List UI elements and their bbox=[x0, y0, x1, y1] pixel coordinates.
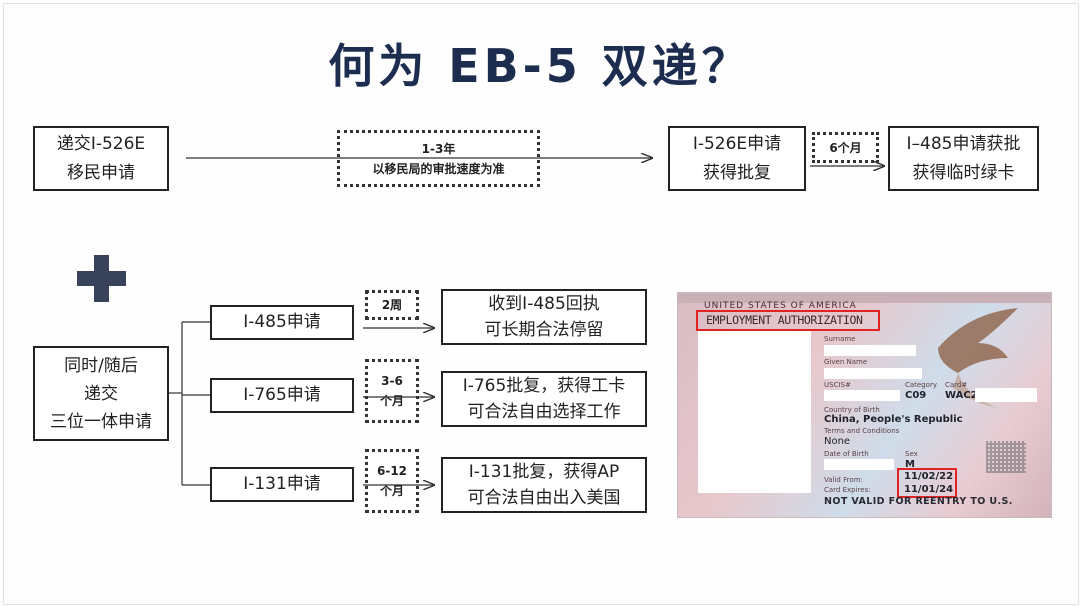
i485-duration-box: 2周 bbox=[365, 290, 419, 320]
i765-result-box: I-765批复，获得工卡 可合法自由选择工作 bbox=[441, 371, 647, 427]
category-value: C09 bbox=[905, 390, 927, 401]
i485-result-box: 收到I-485回执 可长期合法停留 bbox=[441, 289, 647, 345]
label-dob: Date of Birth bbox=[824, 450, 869, 458]
card-photo-redacted bbox=[698, 331, 811, 493]
given-name-redacted bbox=[824, 368, 922, 379]
label-terms: Terms and Conditions bbox=[824, 427, 900, 435]
wait-uscis-speed-text: 以移民局的审批速度为准 bbox=[372, 161, 505, 176]
card-issuer: UNITED STATES OF AMERICA bbox=[704, 301, 857, 311]
label-uscis: USCIS# bbox=[824, 381, 851, 389]
expires-value: 11/01/24 bbox=[904, 484, 954, 495]
concurrent-line1: 同时/随后 bbox=[64, 355, 138, 376]
i526e-approved-box: I-526E申请 获得批复 bbox=[668, 126, 806, 191]
terms-value: None bbox=[824, 436, 851, 447]
submit-i526e-box: 递交I-526E 移民申请 bbox=[33, 126, 169, 191]
i131-result-line1: I-131批复，获得AP bbox=[468, 462, 620, 482]
submit-i526e-line2: 移民申请 bbox=[67, 162, 135, 183]
i485-approved-box: I–485申请获批 获得临时绿卡 bbox=[888, 126, 1039, 191]
date-highlight-box bbox=[897, 468, 957, 498]
dob-redacted bbox=[824, 459, 894, 470]
i526e-approved-line2: 获得批复 bbox=[703, 162, 771, 183]
i131-duration-box: 6-12 个月 bbox=[365, 449, 419, 513]
i485-approved-line1: I–485申请获批 bbox=[906, 133, 1021, 154]
valid-from-value: 11/02/22 bbox=[904, 471, 954, 482]
sex-value: M bbox=[905, 459, 915, 470]
label-surname: Surname bbox=[824, 335, 856, 343]
i485-result-line1: 收到I-485回执 bbox=[488, 294, 600, 314]
uscis-redacted bbox=[824, 390, 900, 401]
i485-duration-text: 2周 bbox=[381, 298, 403, 312]
card-top-strip bbox=[678, 293, 1051, 303]
wait-1-3-years-text: 1-3年 bbox=[421, 141, 456, 156]
wait-6-months-text: 6个月 bbox=[829, 140, 862, 155]
card-title-highlight: EMPLOYMENT AUTHORIZATION bbox=[696, 310, 880, 331]
i485-approved-line2: 获得临时绿卡 bbox=[912, 162, 1015, 183]
i485-application-box: I-485申请 bbox=[210, 305, 354, 340]
label-sex: Sex bbox=[905, 450, 918, 458]
i765-application-box: I-765申请 bbox=[210, 378, 354, 413]
card-security-pattern bbox=[986, 441, 1026, 473]
card-prefix-value: WAC2 bbox=[945, 390, 978, 401]
i765-result-line1: I-765批复，获得工卡 bbox=[462, 376, 626, 396]
label-given-name: Given Name bbox=[824, 358, 868, 366]
plus-icon-vertical bbox=[94, 255, 109, 302]
i765-application-label: I-765申请 bbox=[243, 385, 321, 405]
label-category: Category bbox=[905, 381, 937, 389]
card-number-redacted bbox=[975, 388, 1037, 402]
i131-result-box: I-131批复，获得AP 可合法自由出入美国 bbox=[441, 457, 647, 513]
concurrent-line2: 递交 bbox=[84, 383, 118, 404]
i131-duration-line2: 个月 bbox=[379, 484, 404, 498]
ead-card-image: UNITED STATES OF AMERICA EMPLOYMENT AUTH… bbox=[677, 292, 1052, 518]
wait-6-months-box: 6个月 bbox=[812, 132, 879, 163]
i765-result-line2: 可合法自由选择工作 bbox=[467, 402, 621, 422]
i485-result-line2: 可长期合法停留 bbox=[484, 320, 604, 340]
concurrent-line3: 三位一体申请 bbox=[50, 411, 152, 432]
card-footer-text: NOT VALID FOR REENTRY TO U.S. bbox=[824, 496, 1013, 507]
i485-application-label: I-485申请 bbox=[243, 312, 321, 332]
concurrent-filing-box: 同时/随后 递交 三位一体申请 bbox=[33, 346, 169, 441]
country-value: China, People's Republic bbox=[824, 414, 963, 425]
label-card-no: Card# bbox=[945, 381, 968, 389]
submit-i526e-line1: 递交I-526E bbox=[56, 133, 146, 154]
surname-redacted bbox=[824, 345, 916, 356]
page-title: 何为 EB-5 双递？ bbox=[328, 39, 752, 93]
i131-duration-line1: 6-12 bbox=[376, 464, 408, 478]
label-card-expires: Card Expires: bbox=[824, 486, 871, 494]
i765-duration-line1: 3-6 bbox=[381, 374, 403, 388]
i131-application-label: I-131申请 bbox=[243, 474, 321, 494]
i131-application-box: I-131申请 bbox=[210, 467, 354, 502]
label-valid-from: Valid From: bbox=[824, 476, 863, 484]
i526e-approved-line1: I-526E申请 bbox=[692, 133, 782, 154]
i131-result-line2: 可合法自由出入美国 bbox=[467, 488, 621, 508]
label-country: Country of Birth bbox=[824, 406, 880, 414]
